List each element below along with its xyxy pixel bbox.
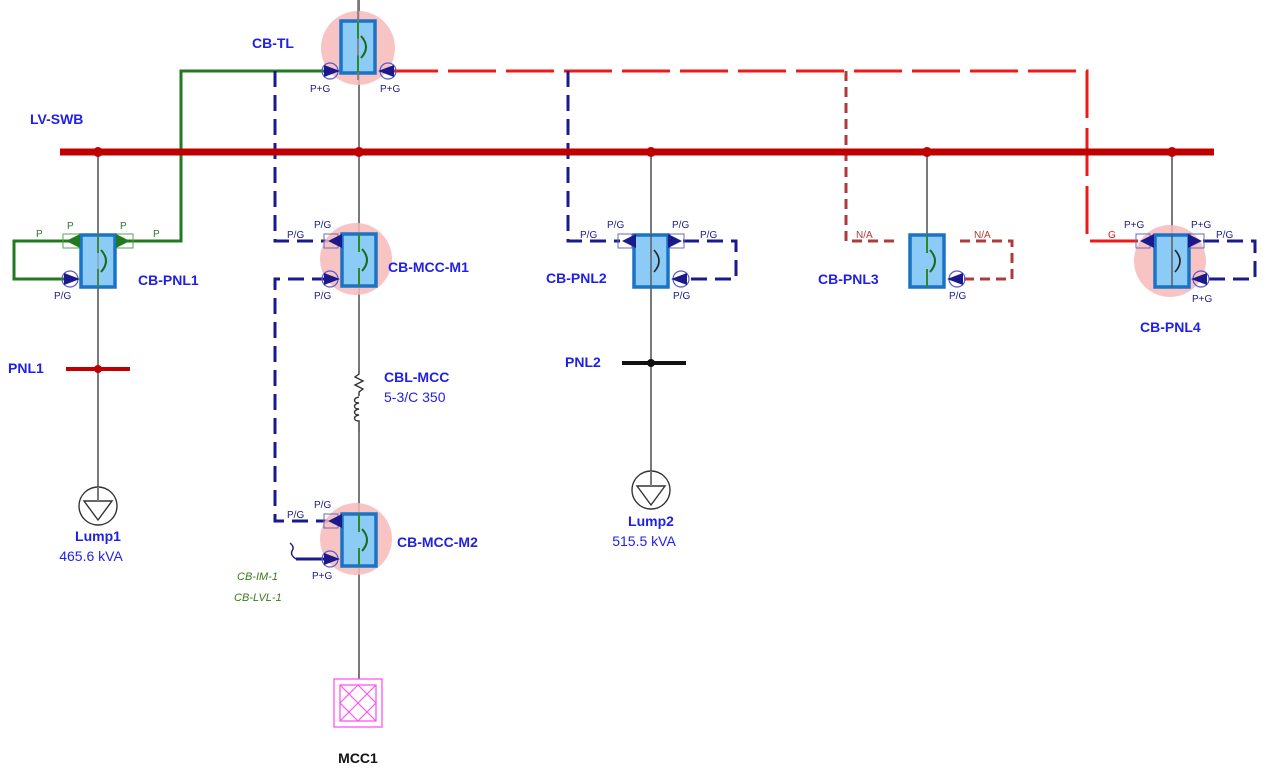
breaker-cb-pnl2[interactable]: P/G P/G P/G P/G P/G CB-PNL2	[546, 220, 717, 302]
bus-label-pnl2: PNL2	[565, 354, 601, 370]
tag-cb-mcc-m1-bottom: P/G	[314, 291, 331, 302]
interlock-darkred-pnl3	[844, 71, 895, 243]
cable-spec: 5-3/C 350	[384, 389, 446, 405]
tag-cb-pnl2-right-outer: P/G	[700, 230, 717, 241]
tag-cb-pnl4-bottom: P+G	[1192, 294, 1213, 305]
breaker-cb-tl[interactable]: P+G P+G CB-TL	[252, 0, 401, 95]
wavy-link-icon	[289, 542, 297, 560]
tag-cb-mcc-m1-top: P/G	[314, 220, 331, 231]
breaker-label-cb-mcc-m1: CB-MCC-M1	[388, 259, 469, 275]
cable-cbl-mcc[interactable]: CBL-MCC 5-3/C 350	[350, 369, 449, 432]
tag-cb-pnl3-left: N/A	[856, 230, 873, 241]
tag-cb-pnl1-right-outer: P	[153, 229, 160, 240]
bus-label-lv-swb: LV-SWB	[30, 111, 83, 127]
breaker-cb-pnl4[interactable]: G P+G P+G P/G P+G CB-PNL4	[1108, 220, 1233, 335]
interlock-blue-mcc-m1	[273, 71, 328, 243]
tag-cb-tl-left: P+G	[310, 84, 331, 95]
tag-cb-tl-right: P+G	[380, 84, 401, 95]
mcc-crosshatch-icon	[339, 684, 377, 722]
interlock-green-loop	[12, 239, 70, 281]
interlock-blue-pnl2-loop	[683, 239, 738, 281]
inductor-icon	[353, 396, 360, 432]
breaker-label-cb-tl: CB-TL	[252, 35, 294, 51]
tag-cb-pnl4-top-right: P+G	[1191, 220, 1212, 231]
breaker-cb-mcc-m2[interactable]: P/G P/G P+G CB-IM-1 CB-LVL-1 CB-MCC-M2	[234, 500, 478, 604]
interlock-key-icon	[1191, 270, 1210, 288]
interlock-darkred-pnl3-loop	[958, 239, 1014, 281]
mcc-label: MCC1	[338, 750, 378, 766]
interlock-key-icon	[947, 270, 966, 288]
tag-cb-pnl4-top-left: P+G	[1124, 220, 1145, 231]
interlock-lines	[12, 69, 1257, 561]
bus-label-pnl1: PNL1	[8, 360, 44, 376]
tag-cb-pnl1-left-outer: P	[36, 229, 43, 240]
cable-label: CBL-MCC	[384, 369, 449, 385]
interlock-key-icon	[378, 62, 397, 80]
interlock-key-icon	[671, 270, 690, 288]
mcc-mcc1[interactable]: MCC1	[333, 678, 383, 766]
tag-cb-pnl4-left-outer: G	[1108, 230, 1116, 241]
breaker-cb-mcc-m1[interactable]: P/G P/G P/G CB-MCC-M1	[287, 220, 469, 302]
breaker-cb-pnl1[interactable]: P P P P P/G CB-PNL1	[36, 221, 199, 302]
bus-lv-swb[interactable]: LV-SWB	[30, 111, 1214, 157]
resistor-icon	[353, 370, 365, 396]
tag-cb-pnl1-top-right: P	[120, 221, 127, 232]
tag-cb-pnl3-right: N/A	[974, 230, 991, 241]
tag-cb-pnl4-right-outer: P/G	[1216, 230, 1233, 241]
tag-cb-pnl2-left-outer: P/G	[580, 230, 597, 241]
breaker-label-cb-pnl4: CB-PNL4	[1140, 319, 1201, 335]
load-rating: 465.6 kVA	[59, 548, 123, 564]
interlock-blue-pnl4-loop	[1203, 239, 1257, 281]
tag-cb-mcc-m1-top-outer: P/G	[287, 230, 304, 241]
tag-cb-mcc-m2-top: P/G	[314, 500, 331, 511]
breaker-label-cb-mcc-m2: CB-MCC-M2	[397, 534, 478, 550]
load-lump2[interactable]: Lump2 515.5 kVA	[612, 470, 676, 549]
tag-cb-pnl2-top-left: P/G	[607, 220, 624, 231]
tag-cb-pnl3-bottom: P/G	[949, 291, 966, 302]
load-label: Lump1	[75, 528, 121, 544]
breaker-label-cb-pnl2: CB-PNL2	[546, 270, 607, 286]
interlock-key-icon	[321, 270, 340, 288]
load-lump1[interactable]: Lump1 465.6 kVA	[59, 486, 123, 564]
tag-cb-pnl2-bottom: P/G	[673, 291, 690, 302]
interlock-red-main	[390, 69, 1138, 243]
tag-cb-mcc-m2-bottom: P+G	[312, 571, 333, 582]
tag-cb-pnl1-top-left: P	[67, 221, 74, 232]
load-rating: 515.5 kVA	[612, 533, 676, 549]
load-label: Lump2	[628, 513, 674, 529]
tag-cb-mcc-m2-top-outer: P/G	[287, 510, 304, 521]
bus-pnl2[interactable]: PNL2	[565, 354, 686, 370]
interlock-green-line	[127, 69, 340, 243]
interlock-key-icon	[321, 62, 340, 80]
interlock-blue-mcc-m2	[273, 277, 328, 523]
interlock-blue-pnl2	[566, 71, 620, 243]
external-interlock-cb-lvl-1[interactable]: CB-LVL-1	[234, 592, 282, 604]
bus-pnl1[interactable]: PNL1	[8, 360, 130, 376]
tag-cb-pnl1-bottom: P/G	[54, 291, 71, 302]
external-interlock-cb-im-1[interactable]: CB-IM-1	[237, 571, 278, 583]
interlock-key-icon	[321, 550, 340, 568]
breaker-label-cb-pnl1: CB-PNL1	[138, 272, 199, 288]
tag-cb-pnl2-top-right: P/G	[672, 220, 689, 231]
breaker-cb-pnl3[interactable]: N/A N/A P/G CB-PNL3	[818, 230, 991, 302]
breaker-label-cb-pnl3: CB-PNL3	[818, 271, 879, 287]
interlock-key-icon	[61, 270, 80, 288]
